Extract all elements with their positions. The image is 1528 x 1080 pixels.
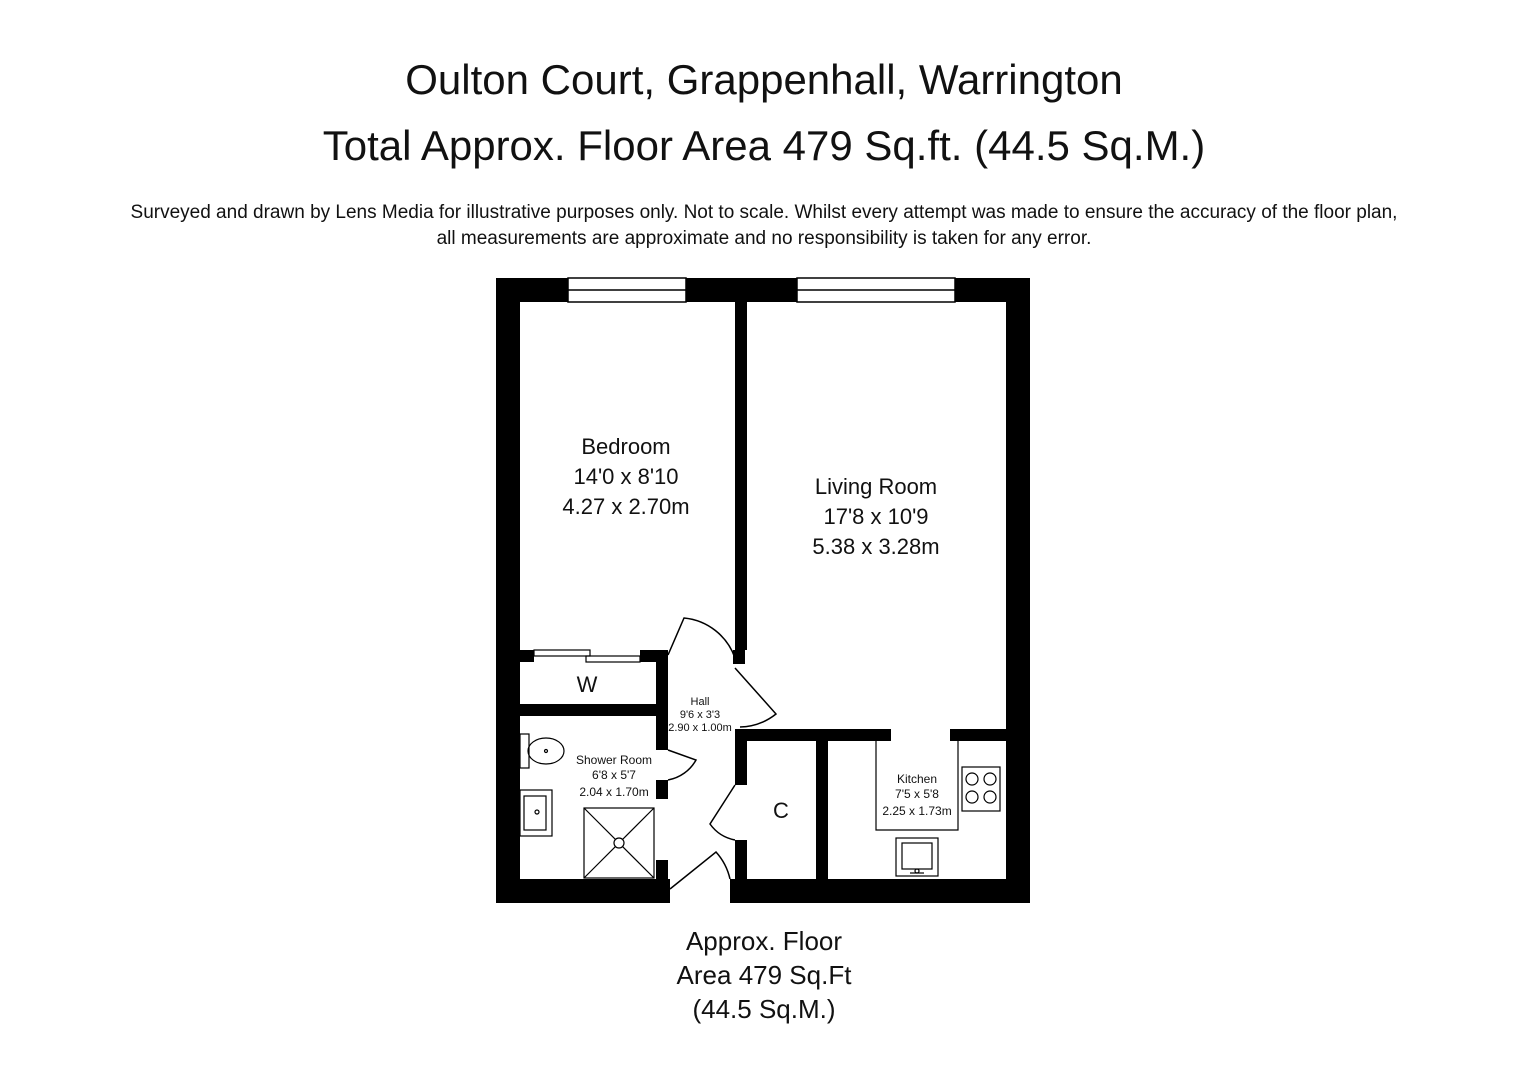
- door-jambs: [733, 650, 745, 664]
- hob-icon: [961, 766, 1001, 812]
- kitchen-name: Kitchen: [897, 772, 937, 786]
- bedroom-imperial: 14'0 x 8'10: [573, 464, 678, 489]
- kitchen-label: Kitchen 7'5 x 5'8 2.25 x 1.73m: [882, 772, 951, 818]
- floor-area-summary: Approx. Floor Area 479 Sq.Ft (44.5 Sq.M.…: [0, 924, 1528, 1026]
- toilet-icon: [519, 733, 565, 769]
- kitchen-worktop: [875, 741, 959, 831]
- total-floor-area: Total Approx. Floor Area 479 Sq.ft. (44.…: [322, 122, 1206, 169]
- living-room-imperial: 17'8 x 10'9: [823, 504, 928, 529]
- wardrobe-sliding-doors: [533, 649, 641, 663]
- living-room-label: Living Room 17'8 x 10'9 5.38 x 3.28m: [812, 474, 939, 559]
- floor-summary-line-2: Area 479 Sq.Ft: [676, 960, 852, 990]
- interior-walls: [520, 302, 1006, 879]
- floor-summary-line-1: Approx. Floor: [685, 926, 843, 956]
- disclaimer-line-1: Surveyed and drawn by Lens Media for ill…: [130, 202, 1398, 223]
- shower-room-imperial: 6'8 x 5'7: [592, 768, 636, 782]
- living-room-window: [796, 277, 956, 303]
- outer-walls: [496, 278, 1030, 903]
- kitchen-imperial: 7'5 x 5'8: [895, 787, 939, 801]
- floor-summary-line-3: (44.5 Sq.M.): [692, 994, 836, 1024]
- property-address: Oulton Court, Grappenhall, Warrington: [405, 56, 1123, 103]
- shower-tray-icon: [583, 807, 655, 879]
- shower-room-name: Shower Room: [576, 753, 652, 767]
- wardrobe-label: W: [577, 672, 598, 697]
- bedroom-name: Bedroom: [581, 434, 670, 459]
- door-swings: [667, 617, 778, 890]
- cupboard-label: C: [773, 798, 789, 823]
- hall-metric: 2.90 x 1.00m: [668, 722, 732, 734]
- bedroom-window: [567, 277, 687, 303]
- shower-room-metric: 2.04 x 1.70m: [579, 785, 648, 799]
- hall-name: Hall: [691, 696, 710, 708]
- hall-label: Hall 9'6 x 3'3 2.90 x 1.00m: [668, 696, 732, 734]
- kitchen-metric: 2.25 x 1.73m: [882, 804, 951, 818]
- kitchen-sink-icon: [895, 837, 939, 877]
- bedroom-label: Bedroom 14'0 x 8'10 4.27 x 2.70m: [562, 434, 689, 519]
- bedroom-metric: 4.27 x 2.70m: [562, 494, 689, 519]
- shower-room-label: Shower Room 6'8 x 5'7 2.04 x 1.70m: [576, 753, 652, 799]
- disclaimer-line-2: all measurements are approximate and no …: [436, 228, 1092, 249]
- hall-imperial: 9'6 x 3'3: [680, 709, 720, 721]
- living-room-metric: 5.38 x 3.28m: [812, 534, 939, 559]
- washbasin-icon: [519, 789, 553, 837]
- living-room-name: Living Room: [815, 474, 937, 499]
